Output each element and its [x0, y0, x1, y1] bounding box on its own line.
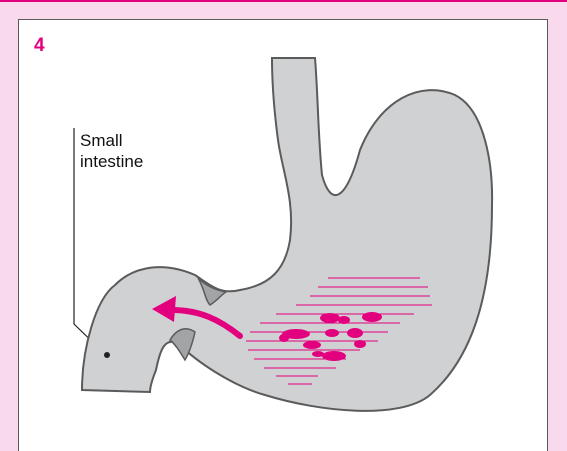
intestine-dot — [104, 352, 110, 358]
stomach-shape — [82, 58, 492, 411]
